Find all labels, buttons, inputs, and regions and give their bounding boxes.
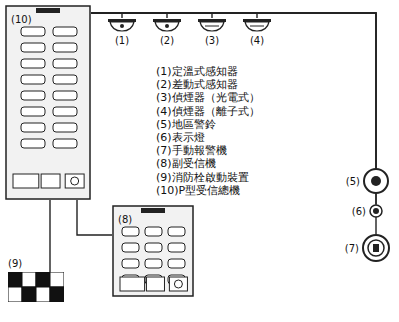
wire	[91, 13, 257, 18]
device: (4)	[242, 18, 272, 46]
device: (1)	[107, 18, 137, 46]
device: (7)	[345, 234, 390, 262]
callout-number: (3)	[205, 35, 219, 46]
receiver-panel: (10)	[5, 5, 91, 200]
device-symbol	[362, 234, 390, 262]
device-symbol	[8, 272, 64, 302]
callout-number: (7)	[345, 243, 359, 254]
legend-text: (6)表示燈	[156, 132, 205, 145]
callout-number: (4)	[250, 35, 264, 46]
callout-number: (8)	[118, 214, 132, 225]
device: (5)	[346, 168, 389, 194]
wire	[91, 13, 212, 18]
legend-text: (7)手動報警機	[156, 145, 227, 158]
callout-number: (1)	[115, 35, 129, 46]
legend-text: (8)副受信機	[156, 158, 216, 171]
legend-text: (1)定溫式感知器	[156, 66, 238, 79]
detector-symbol	[107, 18, 137, 32]
legend-text: (10)P型受信總機	[156, 185, 240, 198]
device: (9)	[8, 258, 64, 302]
device: (2)	[152, 18, 182, 46]
legend-text: (2)差動式感知器	[156, 79, 238, 92]
legend-text: (3)偵煙器（光電式）	[156, 92, 260, 105]
wire	[91, 13, 376, 168]
callout-number: (10)	[11, 14, 32, 25]
callout-number: (5)	[346, 176, 360, 187]
detector-symbol	[152, 18, 182, 32]
device: (6)	[352, 204, 383, 218]
wire	[77, 200, 112, 235]
receiver-panel: (8)	[112, 205, 194, 297]
device-symbol	[363, 168, 389, 194]
legend-text: (9)消防栓啟動裝置	[156, 172, 249, 185]
wire	[49, 200, 50, 272]
callout-number: (9)	[8, 258, 22, 269]
wire	[91, 13, 167, 18]
legend-text: (5)地區警鈴	[156, 119, 216, 132]
device: (3)	[197, 18, 227, 46]
callout-number: (6)	[352, 206, 366, 217]
callout-number: (2)	[160, 35, 174, 46]
wire	[91, 13, 122, 18]
detector-symbol	[197, 18, 227, 32]
panel-drawing	[5, 5, 91, 200]
detector-symbol	[242, 18, 272, 32]
legend-text: (4)偵煙器（離子式）	[156, 106, 260, 119]
wire	[91, 13, 376, 204]
wire	[91, 13, 376, 234]
device-symbol	[369, 204, 383, 218]
